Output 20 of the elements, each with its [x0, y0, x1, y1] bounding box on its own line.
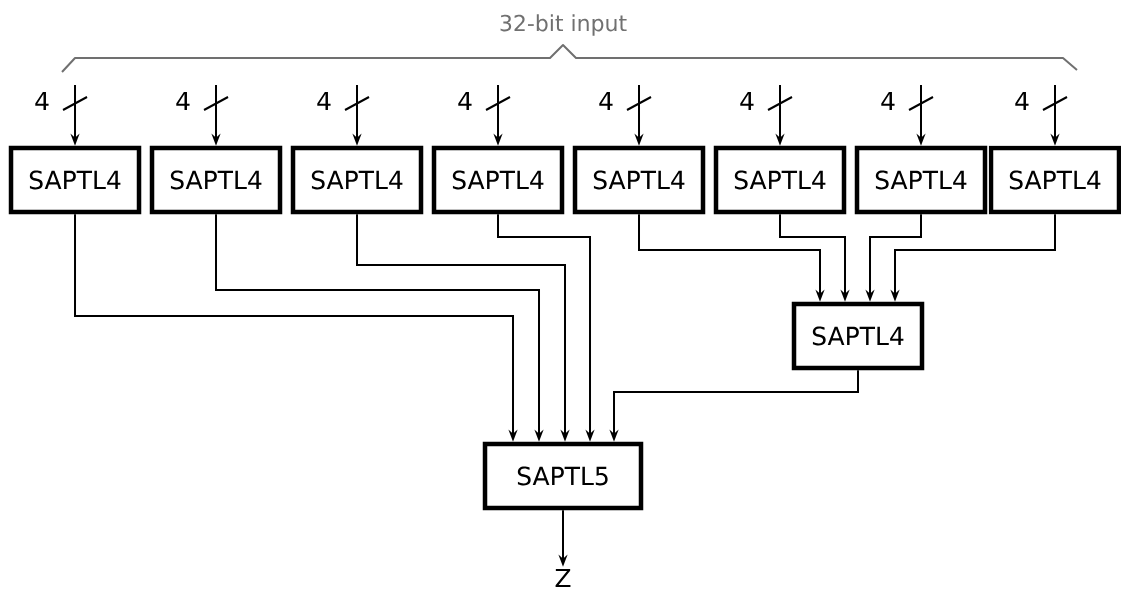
- bus-width-label: 4: [315, 90, 333, 112]
- caption-label: 32-bit input: [500, 14, 627, 36]
- bus-width-label: 4: [174, 90, 192, 112]
- block-box: SAPTL4: [572, 145, 706, 215]
- block-box: SAPTL4: [431, 145, 565, 215]
- block-box: SAPTL4: [149, 145, 283, 215]
- block-box: SAPTL4: [988, 145, 1121, 215]
- bus-width-label: 4: [1013, 90, 1031, 112]
- bus-width-label: 4: [879, 90, 897, 112]
- block-box: SAPTL4: [854, 145, 988, 215]
- bus-width-label: 4: [33, 90, 51, 112]
- bus-width-label: 4: [738, 90, 756, 112]
- output-label: Z: [555, 568, 571, 588]
- block-box: SAPTL4: [791, 301, 925, 371]
- block-box: SAPTL4: [713, 145, 847, 215]
- block-box: SAPTL4: [290, 145, 424, 215]
- block-box: SAPTL5: [482, 441, 644, 511]
- block-box: SAPTL4: [8, 145, 142, 215]
- bus-width-label: 4: [597, 90, 615, 112]
- bus-width-label: 4: [456, 90, 474, 112]
